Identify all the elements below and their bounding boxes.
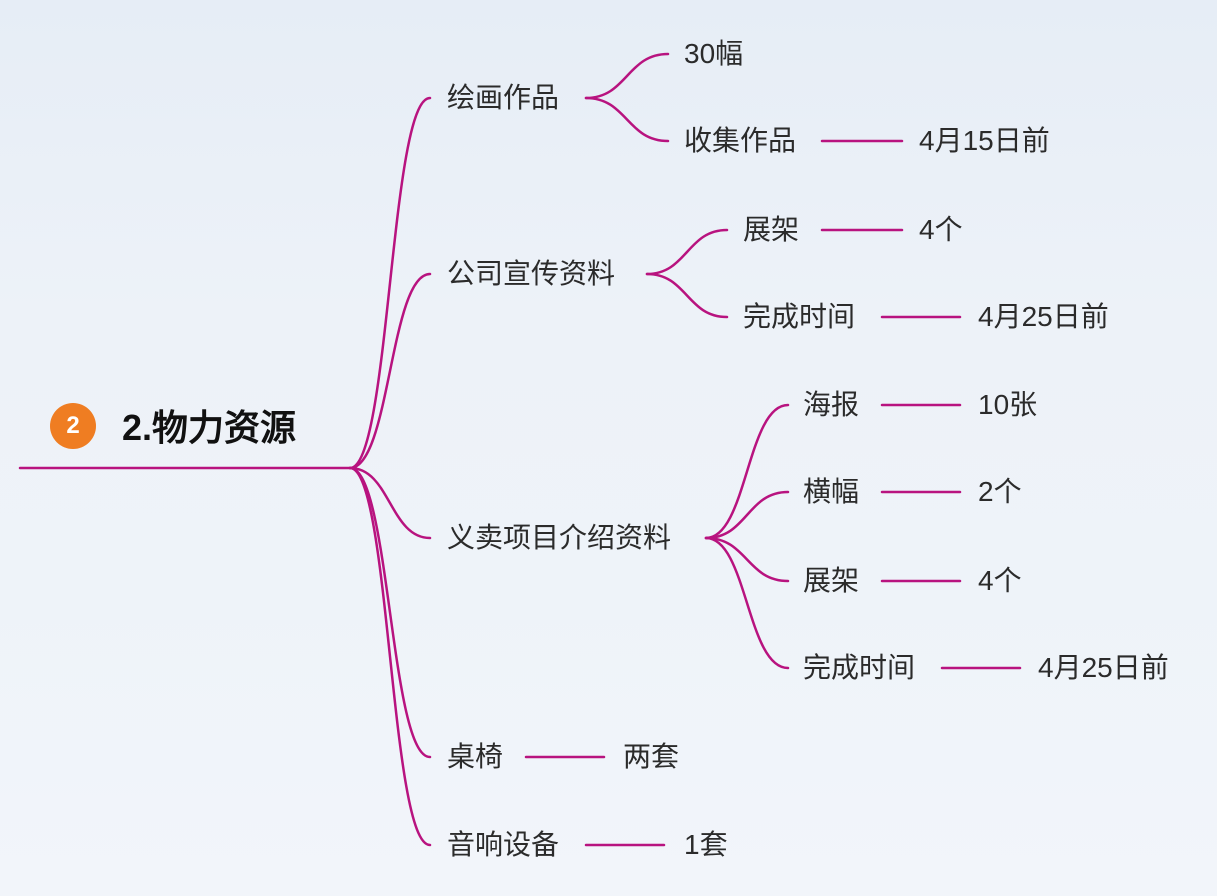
promo-to-time-connector	[645, 272, 729, 319]
painting-to-collect-connector	[584, 96, 670, 143]
promo-completion-time: 完成时间	[743, 301, 856, 332]
intro-banner: 横幅	[803, 476, 860, 507]
root-number-badge: 2	[50, 403, 96, 449]
intro-display-stand: 展架	[803, 565, 860, 596]
intro-to-child-1-connector	[704, 490, 790, 540]
root-to-branch-1-connector	[348, 272, 432, 470]
promo-display-stand: 展架	[743, 214, 800, 245]
intro-completion-deadline: 4月25日前	[1038, 652, 1169, 683]
intro-to-child-3-connector	[704, 536, 790, 670]
painting-to-count-connector	[584, 52, 670, 100]
root-to-branch-3-connector	[348, 466, 432, 759]
branch-painting: 绘画作品	[447, 82, 560, 113]
intro-poster: 海报	[803, 389, 860, 420]
intro-to-child-2-connector	[704, 536, 790, 583]
promo-display-stand-qty: 4个	[919, 214, 963, 245]
intro-display-stand-qty: 4个	[978, 565, 1022, 596]
branch-sound-equipment: 音响设备	[447, 829, 560, 860]
intro-to-child-0-connector	[704, 403, 790, 540]
painting-collect: 收集作品	[684, 125, 797, 156]
branch-tables-chairs: 桌椅	[447, 741, 504, 772]
intro-poster-qty: 10张	[978, 389, 1038, 420]
branch-charity-intro: 义卖项目介绍资料	[447, 522, 672, 553]
root-to-branch-2-connector	[348, 466, 432, 540]
tables-chairs-qty: 两套	[623, 741, 680, 772]
sound-equipment-qty: 1套	[684, 829, 728, 860]
painting-count: 30幅	[684, 38, 744, 69]
promo-completion-deadline: 4月25日前	[978, 301, 1109, 332]
intro-banner-qty: 2个	[978, 476, 1022, 507]
intro-completion-time: 完成时间	[803, 652, 916, 683]
root-to-branch-4-connector	[348, 466, 432, 847]
root-title: 2.物力资源	[122, 407, 297, 448]
branch-company-promo: 公司宣传资料	[447, 258, 616, 289]
painting-collect-deadline: 4月15日前	[919, 125, 1050, 156]
promo-to-stand-connector	[645, 228, 729, 276]
root-to-branch-0-connector	[348, 96, 432, 470]
